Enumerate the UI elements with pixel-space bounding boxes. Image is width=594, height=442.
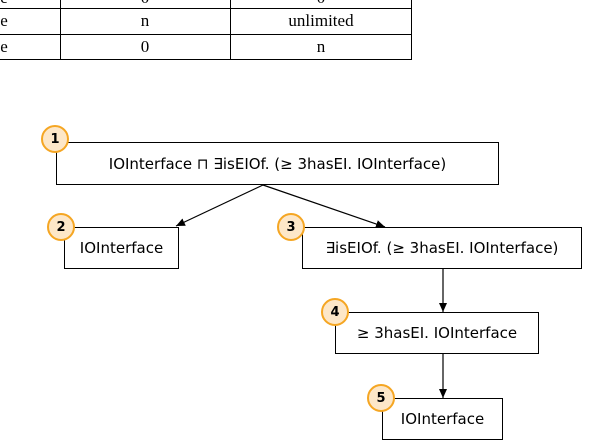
table-row: e 0 n [0,37,412,57]
node-2-label: IOInterface [79,239,164,257]
table-cell: 0 [140,37,150,56]
node-5-label: IOInterface [400,410,485,428]
node-5-number-badge: 5 [367,384,395,412]
node-5: IOInterface [382,398,503,440]
edge-1-2 [175,184,264,227]
table-rule [411,0,412,60]
table-cell: n [316,37,326,56]
table-rule [0,8,412,9]
table-cell: e [0,11,8,30]
table-cell: n [140,11,150,30]
edge-1-3 [262,184,386,228]
table-cell: unlimited [288,11,354,30]
node-1-label: IOInterface ⊓ ∃isEIOf. (≥ 3hasEI. IOInte… [108,154,447,173]
node-4-label: ≥ 3hasEI. IOInterface [356,324,518,342]
table-cell: e [0,37,8,56]
table-cell: e [0,0,14,8]
node-3-number-badge: 3 [277,213,305,241]
node-3-label: ∃isEIOf. (≥ 3hasEI. IOInterface) [325,239,559,257]
node-1: IOInterface ⊓ ∃isEIOf. (≥ 3hasEI. IOInte… [56,142,499,185]
node-3: ∃isEIOf. (≥ 3hasEI. IOInterface) [302,227,582,269]
node-2-number-badge: 2 [47,213,75,241]
table-cell: 0 [230,0,412,8]
node-4-number-badge: 4 [321,298,349,326]
table-rule [230,0,231,60]
node-4: ≥ 3hasEI. IOInterface [335,312,539,354]
table-rule [0,59,412,60]
table-cell: 0 [60,0,230,8]
table-row: e n unlimited [0,11,412,31]
node-2: IOInterface [64,227,179,269]
constraint-table: e 0 0 e n unlimited e 0 n [0,0,412,60]
table-row: e 0 0 [0,0,412,8]
table-rule [0,34,412,35]
table-rule [60,0,61,60]
node-1-number-badge: 1 [41,125,69,153]
